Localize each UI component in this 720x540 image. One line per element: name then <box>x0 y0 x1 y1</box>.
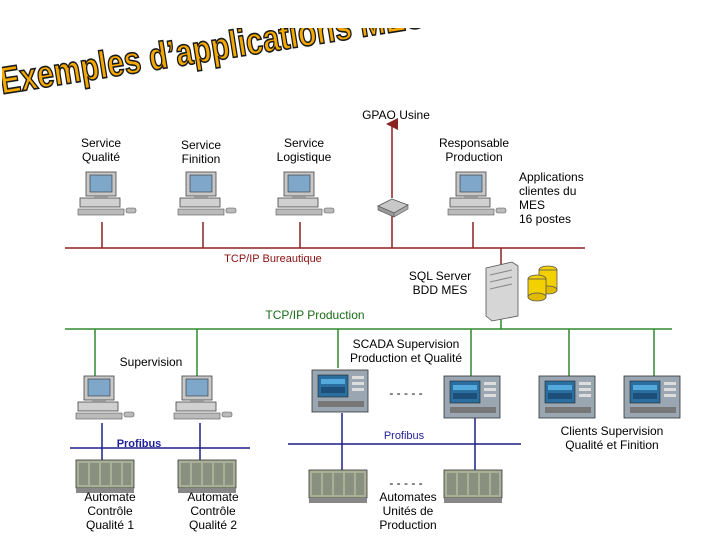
applications-clientes-label: Applications clientes du MES 16 postes <box>519 170 584 226</box>
computer-icon <box>447 171 507 216</box>
computer-icon <box>77 171 137 216</box>
computer-icon <box>177 171 237 216</box>
tcpip-bureautique-label: TCP/IP Bureautique <box>224 253 322 265</box>
plc-icon <box>75 459 135 494</box>
dashes-top: - - - - - <box>389 386 423 400</box>
computer-icon <box>75 375 135 420</box>
clients-supervision-label: Clients Supervision Qualité et Finition <box>560 424 664 452</box>
page-title: Exemples d’applications MES <box>2 28 429 104</box>
supervision-label: Supervision <box>119 355 183 369</box>
service-qualite-label: Service Qualité <box>80 136 121 164</box>
tcpip-production-label: TCP/IP Production <box>265 308 365 322</box>
scada-panel-icon <box>623 375 681 419</box>
automate-1-label: Automate Contrôle Qualité 1 <box>84 490 136 532</box>
automate-2-label: Automate Contrôle Qualité 2 <box>187 490 239 532</box>
profibus-right-label: Profibus <box>383 430 425 442</box>
dashes-bottom: - - - - - <box>389 476 423 490</box>
computer-icon <box>275 171 335 216</box>
plc-icon <box>308 469 368 504</box>
profibus-left-label: Profibus <box>116 438 162 450</box>
scada-label: SCADA Supervision Production et Qualité <box>349 337 463 365</box>
server-icon <box>485 261 519 322</box>
plc-icon <box>443 469 503 504</box>
service-finition-label: Service Finition <box>180 138 221 166</box>
sql-server-label: SQL Server BDD MES <box>408 269 472 297</box>
computer-icon <box>173 375 233 420</box>
plc-icon <box>177 459 237 494</box>
gpao-label: GPAO Usine <box>362 108 430 122</box>
router-icon <box>377 198 409 218</box>
service-logistique-label: Service Logistique <box>276 136 332 164</box>
database-icon <box>527 265 558 302</box>
scada-panel-icon <box>311 369 369 413</box>
automates-unites-label: Automates Unités de Production <box>379 490 437 532</box>
profibus-left-bus <box>70 423 250 460</box>
responsable-production-label: Responsable Production <box>438 136 510 164</box>
scada-panel-icon <box>538 375 596 419</box>
scada-panel-icon <box>443 375 501 419</box>
profibus-right-bus <box>288 413 521 470</box>
tcpip-production-bus <box>65 310 672 376</box>
